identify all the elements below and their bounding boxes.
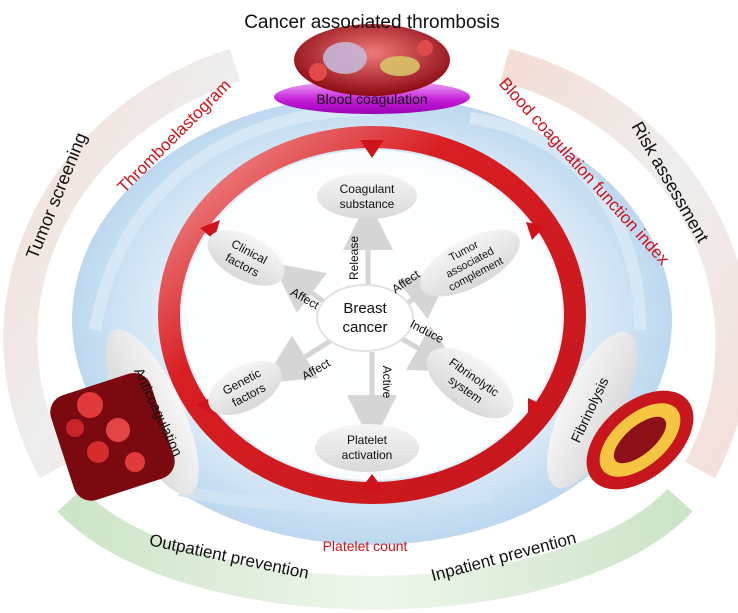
- red-blood-cells-illustration: [87, 441, 109, 463]
- connector-clinical: [272, 263, 330, 313]
- node-fibrinolytic-system: [426, 347, 514, 419]
- node-label: activation: [342, 448, 393, 462]
- center-label: cancer: [342, 319, 387, 336]
- node-platelet-activation: [315, 424, 419, 472]
- thrombus-illustration: [323, 42, 367, 74]
- blood-vessel-clot-illustration: [613, 416, 667, 464]
- diagram-title: Cancer associated thrombosis: [244, 12, 500, 33]
- node-genetic-factors: [208, 360, 282, 416]
- outer-cycle-arc: [3, 48, 241, 479]
- node-tumor-complement: [420, 229, 520, 297]
- edge-label-active: Active: [380, 366, 394, 399]
- blue-cycle-arrow: [89, 104, 373, 331]
- node-coagulant-substance: [317, 173, 417, 219]
- fibrinolysis-pill: [546, 331, 638, 489]
- blood-coagulation-label: Blood coagulation: [316, 91, 427, 107]
- red-blood-cells-illustration: [77, 392, 103, 418]
- edge-label-release: Release: [347, 236, 361, 280]
- node-label: Coagulant: [340, 182, 395, 196]
- connector-genetic: [262, 335, 334, 384]
- coagulation-ring: [158, 126, 586, 504]
- ring-arrow: [528, 398, 545, 416]
- thrombus-illustration: [294, 24, 450, 96]
- ring-arrow: [360, 140, 384, 158]
- outer-cycle-arc-bottom: [57, 488, 693, 610]
- center-node: [316, 284, 414, 352]
- blue-cycle-arrow: [178, 484, 491, 512]
- red-blood-cells-illustration: [125, 452, 145, 472]
- node-clinical-factors: [207, 230, 285, 286]
- node-label: substance: [340, 197, 395, 211]
- outer-cycle-arc: [500, 48, 738, 479]
- blue-cycle-arrow: [469, 112, 646, 331]
- red-blood-cells-illustration: [106, 418, 130, 442]
- platelet-count-label: Platelet count: [323, 538, 408, 554]
- thrombus-illustration: [380, 56, 420, 76]
- node-label: Platelet: [347, 433, 388, 447]
- ring-arrow: [526, 222, 545, 240]
- thrombus-illustration: [417, 40, 433, 56]
- center-label: Breast: [343, 300, 387, 317]
- red-blood-cells-illustration: [66, 419, 84, 437]
- ring-arrow: [360, 474, 384, 490]
- purple-base: [274, 80, 470, 114]
- thrombus-illustration: [309, 63, 327, 81]
